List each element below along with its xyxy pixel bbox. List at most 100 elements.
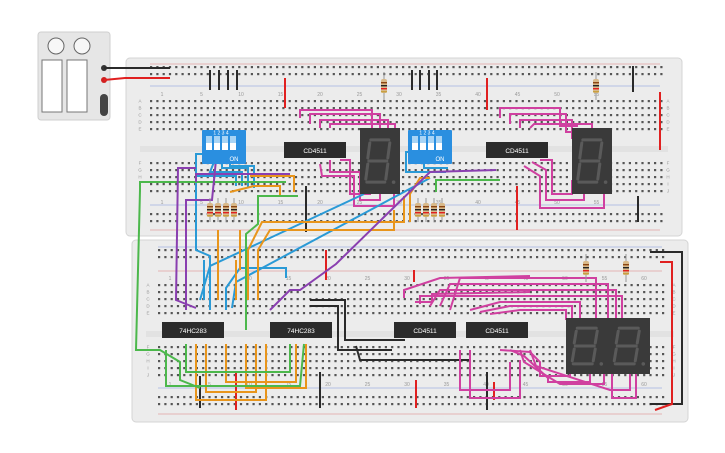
hole[interactable] [446,183,449,186]
hole[interactable] [219,66,222,69]
hole[interactable] [578,220,581,223]
hole[interactable] [591,73,594,76]
hole[interactable] [586,312,589,315]
hole[interactable] [420,220,424,223]
hole[interactable] [447,291,450,294]
hole[interactable] [592,403,595,406]
hole[interactable] [340,374,343,377]
hole[interactable] [208,374,211,377]
hole[interactable] [158,360,161,363]
hole[interactable] [553,169,556,172]
hole[interactable] [164,312,167,315]
hole[interactable] [301,169,304,172]
hole[interactable] [479,346,482,349]
hole[interactable] [649,298,652,301]
hole[interactable] [353,374,356,377]
hole[interactable] [546,128,550,131]
hole[interactable] [410,353,413,356]
hole[interactable] [170,346,173,349]
hole[interactable] [496,114,499,117]
hole[interactable] [567,403,570,406]
hole[interactable] [244,66,247,69]
hole[interactable] [542,291,545,294]
hole[interactable] [176,353,180,356]
hole[interactable] [365,403,369,406]
hole[interactable] [410,374,413,377]
hole[interactable] [553,66,556,69]
hole[interactable] [301,73,304,76]
hole[interactable] [168,190,172,193]
hole[interactable] [433,107,436,110]
hole[interactable] [540,100,543,103]
hole[interactable] [496,183,499,186]
hole[interactable] [214,346,217,349]
hole[interactable] [277,291,280,294]
hole[interactable] [479,374,482,377]
hole[interactable] [662,312,665,315]
hole[interactable] [339,73,342,76]
hole[interactable] [378,256,381,259]
hole[interactable] [649,346,652,349]
hole[interactable] [334,256,337,259]
hole[interactable] [630,298,633,301]
hole[interactable] [433,190,436,193]
hole[interactable] [616,169,619,172]
hole[interactable] [458,114,461,117]
hole[interactable] [584,100,587,103]
hole[interactable] [395,107,398,110]
hole[interactable] [231,169,235,172]
hole[interactable] [542,403,545,406]
hole[interactable] [654,107,657,110]
hole[interactable] [536,374,539,377]
hole[interactable] [384,403,387,406]
hole[interactable] [624,291,627,294]
hole[interactable] [158,284,161,287]
hole[interactable] [347,305,350,308]
hole[interactable] [510,353,513,356]
hole[interactable] [542,284,545,287]
hole[interactable] [654,100,657,103]
hole[interactable] [359,249,362,252]
hole[interactable] [315,353,318,356]
hole[interactable] [573,256,576,259]
hole[interactable] [347,256,350,259]
hole[interactable] [332,190,335,193]
hole[interactable] [258,353,261,356]
hole[interactable] [534,73,537,76]
hole[interactable] [553,121,556,124]
hole[interactable] [231,73,235,76]
hole[interactable] [403,346,406,349]
hole[interactable] [257,73,260,76]
hole[interactable] [158,291,161,294]
hole[interactable] [200,183,203,186]
hole[interactable] [402,100,405,103]
hole[interactable] [176,298,180,301]
hole[interactable] [258,396,261,399]
hole[interactable] [502,100,505,103]
hole[interactable] [647,66,650,69]
hole[interactable] [554,367,558,370]
hole[interactable] [504,284,507,287]
hole[interactable] [189,298,192,301]
hole[interactable] [660,220,663,223]
hole[interactable] [454,374,457,377]
hole[interactable] [546,66,550,69]
hole[interactable] [175,183,178,186]
hole[interactable] [175,162,178,165]
hole[interactable] [635,183,638,186]
hole[interactable] [263,169,266,172]
hole[interactable] [269,162,272,165]
hole[interactable] [214,374,217,377]
hole[interactable] [554,360,558,363]
hole[interactable] [454,346,457,349]
hole[interactable] [635,213,638,216]
hole[interactable] [617,374,621,377]
hole[interactable] [156,169,159,172]
hole[interactable] [553,73,556,76]
hole[interactable] [200,114,203,117]
hole[interactable] [561,353,564,356]
hole[interactable] [523,374,526,377]
hole[interactable] [630,291,633,294]
hole[interactable] [605,312,608,315]
hole[interactable] [655,396,658,399]
